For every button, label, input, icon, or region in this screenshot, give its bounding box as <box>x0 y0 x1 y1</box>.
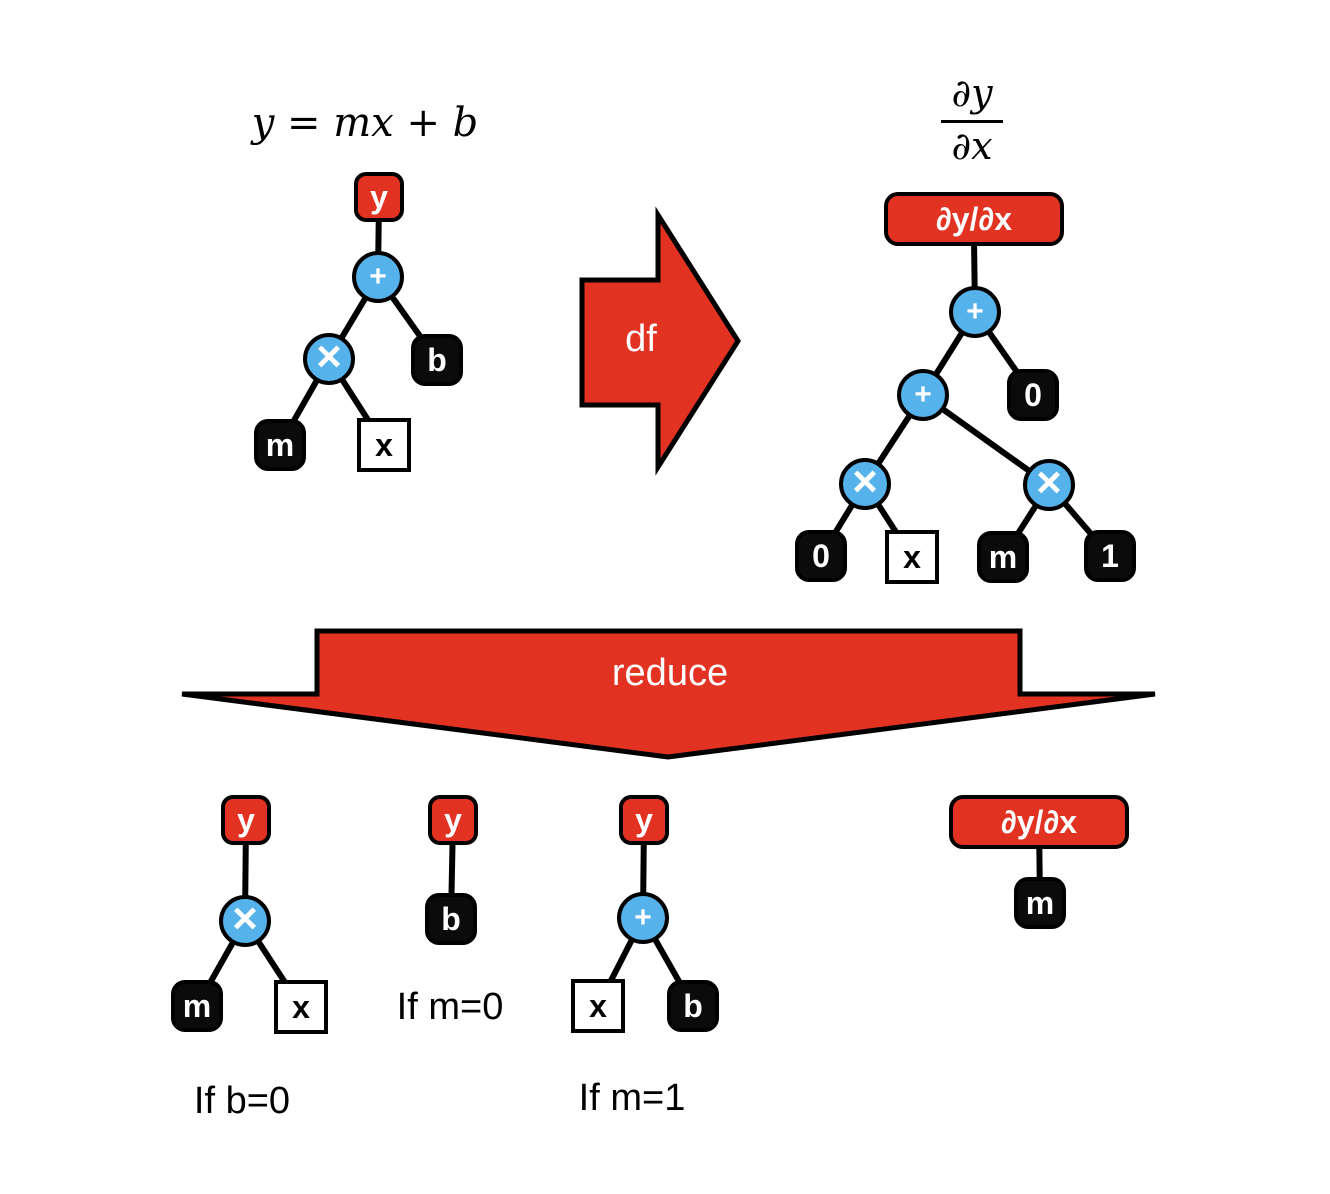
derivative-node-times-right: × <box>1023 459 1075 511</box>
reduced-b0-node-y-label: y <box>237 802 255 838</box>
reduced-m1-node-plus-label: + <box>634 901 652 934</box>
reduced-derivative-node-root: ∂y/∂x <box>949 795 1129 849</box>
reduced-derivative-node-m: m <box>1014 877 1066 929</box>
derivative-node-root-label: ∂y/∂x <box>935 201 1013 237</box>
caption-if-m-0: If m=0 <box>396 986 504 1028</box>
reduced-m1-node-plus: + <box>617 892 669 944</box>
reduced-b0-node-x: x <box>274 980 328 1034</box>
source-node-m-label: m <box>265 427 295 463</box>
source-node-plus-label: + <box>369 260 387 293</box>
reduced-b0-node-m-label: m <box>182 988 212 1024</box>
reduced-m0-node-b: b <box>425 893 477 945</box>
source-tree-edges <box>277 196 440 447</box>
derivative-node-zero-leaf: 0 <box>795 530 847 582</box>
derivative-node-x-label: x <box>903 539 921 575</box>
derivative-node-m: m <box>977 531 1029 583</box>
source-node-plus: + <box>352 251 404 303</box>
reduced-m1-node-b-label: b <box>683 988 703 1024</box>
reduced-derivative-node-m-label: m <box>1025 885 1055 921</box>
source-node-x-label: x <box>375 427 393 463</box>
reduced-m1-node-y-label: y <box>635 802 653 838</box>
reduce-arrow-label: reduce <box>611 652 729 694</box>
derivative-node-zero-right: 0 <box>1007 369 1059 421</box>
source-node-times-label: × <box>316 331 342 381</box>
source-equation: y = mx + b <box>251 100 479 146</box>
derivative-node-one: 1 <box>1084 530 1136 582</box>
source-node-b-label: b <box>427 342 447 378</box>
reduced-m1-node-x-label: x <box>589 988 607 1024</box>
source-node-y-label: y <box>370 179 388 215</box>
derivative-node-times-left-label: × <box>852 456 878 506</box>
df-arrow-label: df <box>625 318 657 360</box>
source-node-b: b <box>411 334 463 386</box>
source-node-y: y <box>354 172 404 222</box>
caption-if-b-0: If b=0 <box>193 1080 291 1122</box>
df-arrow-shape <box>579 206 741 476</box>
source-node-m: m <box>254 419 306 471</box>
derivative-node-plus-top-label: + <box>966 295 984 328</box>
reduced-b0-node-m: m <box>171 980 223 1032</box>
caption-if-m-1: If m=1 <box>578 1077 686 1119</box>
derivative-node-x: x <box>885 530 939 584</box>
source-node-x: x <box>357 418 411 472</box>
derivative-node-one-label: 1 <box>1101 538 1119 574</box>
derivative-node-times-right-label: × <box>1036 457 1062 507</box>
derivative-node-zero-right-label: 0 <box>1024 377 1042 413</box>
reduced-derivative-node-root-label: ∂y/∂x <box>1000 804 1078 840</box>
derivative-node-plus-inner-label: + <box>914 378 932 411</box>
reduced-b0-node-times-label: × <box>232 893 258 943</box>
derivative-node-m-label: m <box>988 539 1018 575</box>
reduced-m1-node-b: b <box>667 980 719 1032</box>
reduce-arrow-shape <box>181 628 1156 760</box>
source-node-times: × <box>303 333 355 385</box>
derivative-node-times-left: × <box>839 458 891 510</box>
reduced-m1-node-y: y <box>619 795 669 845</box>
reduced-b0-node-x-label: x <box>292 989 310 1025</box>
reduced-m0-node-b-label: b <box>441 901 461 937</box>
derivative-fraction-denominator: ∂x <box>951 123 993 168</box>
reduced-b0-node-y: y <box>221 795 271 845</box>
derivative-fraction: ∂y ∂x <box>912 71 1032 168</box>
derivative-fraction-numerator: ∂y <box>941 71 1003 123</box>
reduced-b0-node-times: × <box>219 895 271 947</box>
reduced-m0-node-y: y <box>428 795 478 845</box>
reduced-m0-node-y-label: y <box>444 802 462 838</box>
derivative-node-zero-leaf-label: 0 <box>812 538 830 574</box>
derivative-node-plus-top: + <box>949 286 1001 338</box>
derivative-node-plus-inner: + <box>897 369 949 421</box>
derivative-node-root: ∂y/∂x <box>884 192 1064 246</box>
reduced-m1-node-x: x <box>571 979 625 1033</box>
